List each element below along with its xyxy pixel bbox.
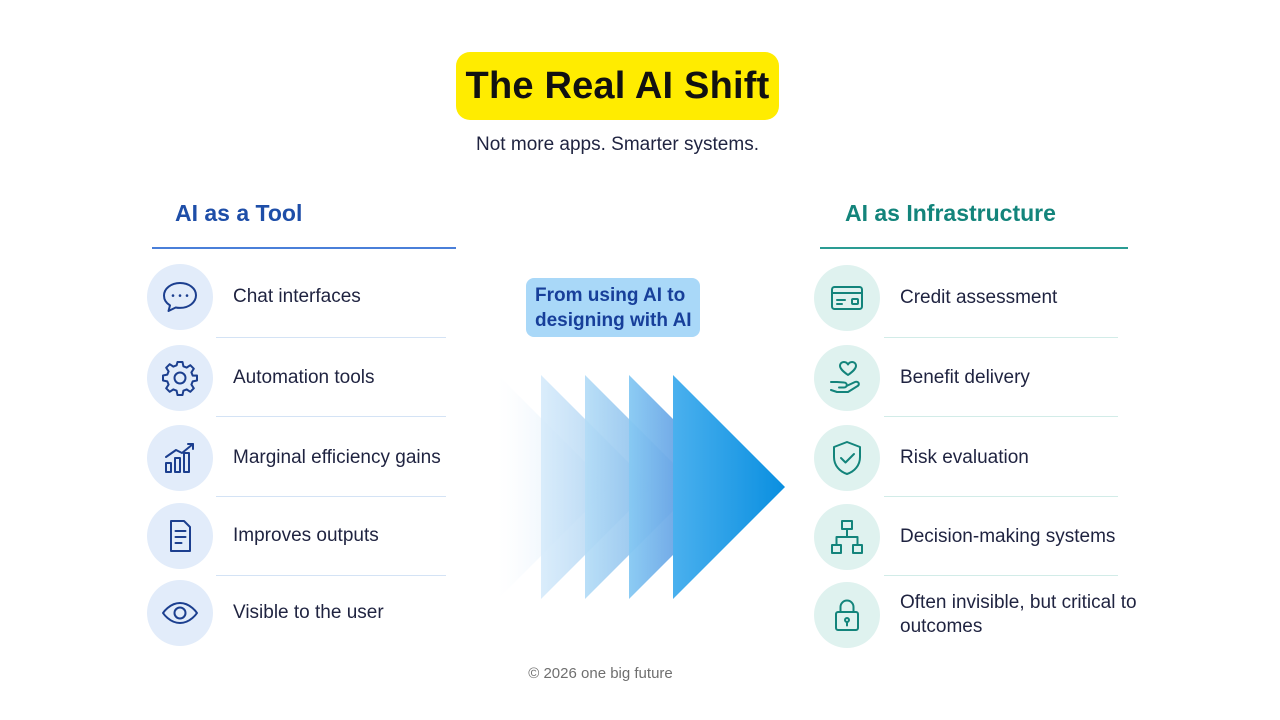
right-item-credit-assessment: Credit assessment — [814, 265, 1057, 331]
right-heading-rule — [820, 247, 1128, 249]
divider — [216, 496, 446, 497]
gear-icon — [147, 345, 213, 411]
right-item-decision-systems: Decision-making systems — [814, 504, 1115, 570]
left-item-chat-interfaces: Chat interfaces — [147, 264, 361, 330]
divider — [216, 337, 446, 338]
credit-card-icon — [814, 265, 880, 331]
page-title: The Real AI Shift — [465, 64, 770, 107]
item-label: Improves outputs — [233, 525, 379, 546]
left-item-automation-tools: Automation tools — [147, 345, 375, 411]
left-item-improves-outputs: Improves outputs — [147, 503, 379, 569]
item-label: Risk evaluation — [900, 447, 1029, 468]
callout-line-2: designing with AI — [535, 310, 692, 331]
divider — [884, 337, 1118, 338]
right-item-risk-evaluation: Risk evaluation — [814, 425, 1029, 491]
hierarchy-icon — [814, 504, 880, 570]
left-item-efficiency-gains: Marginal efficiency gains — [147, 425, 441, 491]
subtitle: Not more apps. Smarter systems. — [476, 134, 759, 155]
chevron-arrows-icon — [498, 375, 785, 599]
chat-bubble-icon — [147, 264, 213, 330]
title-badge: The Real AI Shift — [456, 52, 779, 120]
item-label: Visible to the user — [233, 602, 384, 623]
copyright-footer: © 2026 one big future — [528, 665, 673, 682]
padlock-icon — [814, 582, 880, 648]
callout-line-1: From using AI to — [535, 285, 686, 306]
item-label: Automation tools — [233, 367, 375, 388]
left-item-visible-to-user: Visible to the user — [147, 580, 384, 646]
item-label: Decision-making systems — [900, 526, 1116, 547]
transition-callout: From using AI to designing with AI — [526, 278, 700, 337]
eye-icon — [147, 580, 213, 646]
hand-heart-icon — [814, 345, 880, 411]
divider — [216, 416, 446, 417]
item-label: Benefit delivery — [900, 367, 1030, 388]
item-label: Credit assessment — [900, 287, 1058, 308]
left-column-heading: AI as a Tool — [175, 200, 303, 226]
right-item-benefit-delivery: Benefit delivery — [814, 345, 1030, 411]
shield-check-icon — [814, 425, 880, 491]
right-item-often-invisible: Often invisible, but critical to outcome… — [814, 582, 1140, 648]
divider — [884, 416, 1118, 417]
left-heading-rule — [152, 247, 456, 249]
item-label: Chat interfaces — [233, 286, 361, 307]
divider — [884, 575, 1118, 576]
item-label: Marginal efficiency gains — [233, 447, 441, 468]
item-label: Often invisible, but critical to outcome… — [900, 592, 1137, 637]
divider — [884, 496, 1118, 497]
divider — [216, 575, 446, 576]
bar-chart-icon — [147, 425, 213, 491]
chevron-5 — [673, 375, 785, 599]
document-icon — [147, 503, 213, 569]
right-column-heading: AI as Infrastructure — [845, 200, 1056, 226]
